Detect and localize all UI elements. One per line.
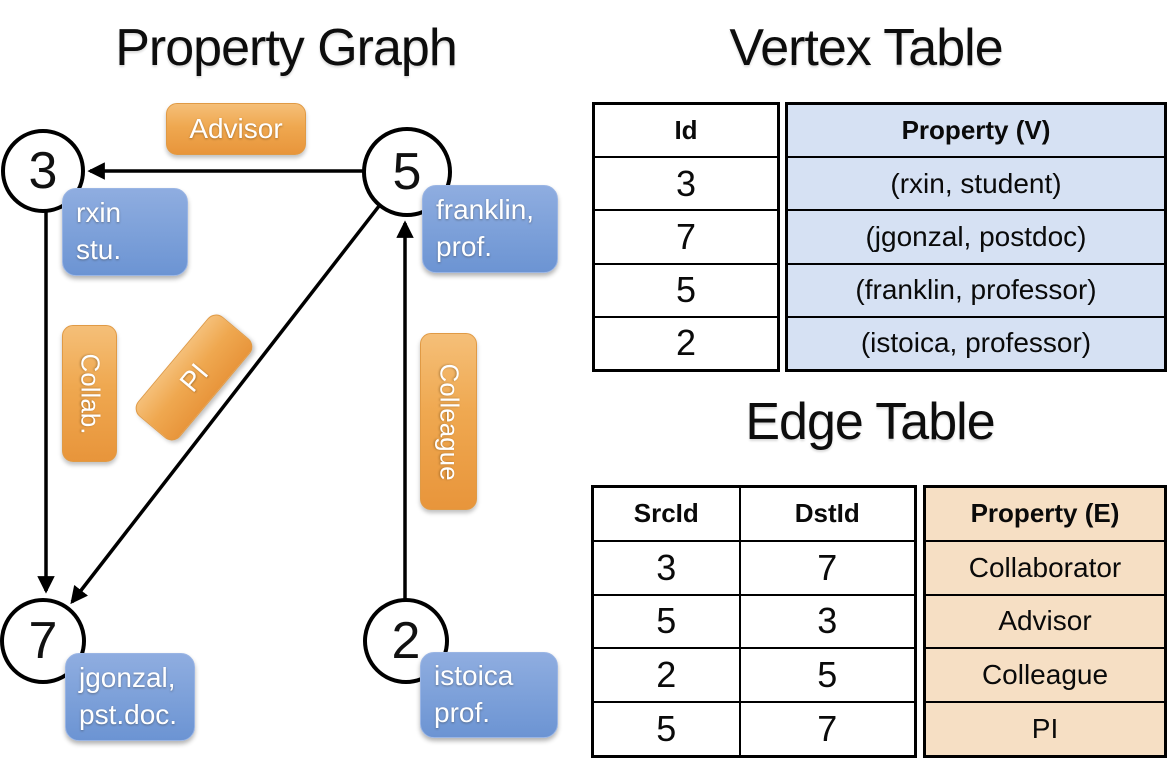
edge-property-cell: Colleague [926,649,1164,702]
vertex-property-header: Property (V) [788,105,1164,157]
edge-table-src-dst-columns: SrcId DstId 3 7 5 3 2 5 5 7 [591,485,917,758]
table-row: (rxin, student) [788,156,1164,210]
vertex-label-istoica: istoica prof. [420,652,558,738]
table-row: 5 3 [594,593,914,648]
edge-label-advisor-text: Advisor [189,113,283,144]
vertex-label-franklin-line2: prof. [436,231,493,262]
edge-dstid-cell: 7 [817,708,838,750]
table-row: 2 5 [594,647,914,702]
edge-srcid-cell: 5 [594,595,741,648]
edge-property-cell: PI [926,703,1164,755]
edge-label-advisor: Advisor [166,103,306,155]
vertex-label-rxin-line2: stu. [76,234,122,265]
node-id-5: 5 [392,143,422,201]
table-row: 5 [595,262,777,316]
vertex-id-cell: 7 [675,216,697,257]
node-circle-2: 2 [363,598,449,684]
table-row: Colleague [926,647,1164,702]
vertex-label-istoica-line2: prof. [434,697,491,728]
edge-srcid-cell: 3 [594,541,741,594]
table-row: 5 7 [594,701,914,755]
vertex-label-rxin-line1: rxin [76,197,122,229]
table-row: PI [926,701,1164,755]
table-row: Advisor [926,593,1164,648]
table-row: (jgonzal, postdoc) [788,209,1164,263]
vertex-id-header: Id [674,115,698,146]
edge-table-property-header-row: Property (E) [926,488,1164,540]
vertex-table-id-column: Id 3 7 5 2 [592,102,780,372]
edge-label-collab: Collab. [62,325,117,462]
edge-srcid-cell: 5 [594,703,741,755]
edge-table-header-row: SrcId DstId [594,488,914,540]
table-row: 3 7 [594,539,914,594]
vertex-table-property-header-row: Property (V) [788,105,1164,157]
vertex-table-title: Vertex Table [729,19,1003,77]
vertex-property-cell: (rxin, student) [788,158,1164,210]
vertex-property-cell: (franklin, professor) [788,264,1164,316]
table-row: (franklin, professor) [788,262,1164,316]
edge-table-property-column: Property (E) Collaborator Advisor Collea… [923,485,1167,758]
vertex-label-jgonzal-line1: jgonzal, [79,662,176,694]
table-row: Collaborator [926,539,1164,594]
vertex-label-jgonzal-line2: pst.doc. [79,699,178,730]
edge-dstid-cell: 7 [817,546,838,588]
vertex-label-rxin: rxin stu. [62,188,188,276]
node-id-7: 7 [28,612,58,670]
vertex-id-cell: 3 [675,162,697,204]
edge-property-header: Property (E) [926,488,1164,540]
edge-label-colleague: Colleague [420,333,477,510]
edge-table-title: Edge Table [745,393,995,451]
edge-property-cell: Advisor [926,595,1164,648]
edge-srcid-header: SrcId [594,488,741,540]
vertex-label-franklin: franklin, prof. [422,185,558,273]
node-circle-5: 5 [362,127,452,217]
vertex-id-cell: 5 [675,269,697,311]
table-row: 7 [595,209,777,262]
node-id-3: 3 [28,142,58,200]
graph-edges-canvas [37,162,414,615]
edge-label-pi-text: PI [173,357,214,398]
vertex-label-istoica-line1: istoica [434,660,514,692]
edge-label-collab-text: Collab. [75,353,105,434]
edge-arrow-5-to-7 [70,186,395,605]
table-row: 3 [595,156,777,209]
vertex-label-franklin-line1: franklin, [436,194,535,226]
vertex-property-cell: (istoica, professor) [788,317,1164,370]
vertex-table-property-column: Property (V) (rxin, student) (jgonzal, p… [785,102,1167,372]
edge-dstid-cell: 5 [817,654,838,696]
edge-dstid-cell: 3 [817,600,838,642]
vertex-property-cell: (jgonzal, postdoc) [788,211,1164,263]
table-row: 2 [595,315,777,369]
vertex-label-jgonzal: jgonzal, pst.doc. [65,653,195,741]
property-graph-title: Property Graph [115,19,458,77]
table-row: (istoica, professor) [788,315,1164,370]
edge-property-cell: Collaborator [926,541,1164,594]
edge-srcid-cell: 2 [594,649,741,702]
edge-label-colleague-text: Colleague [434,362,464,481]
edge-dstid-header: DstId [794,498,860,529]
vertex-table-id-header-row: Id [595,105,777,156]
vertex-id-cell: 2 [675,322,697,364]
node-id-2: 2 [391,612,421,670]
